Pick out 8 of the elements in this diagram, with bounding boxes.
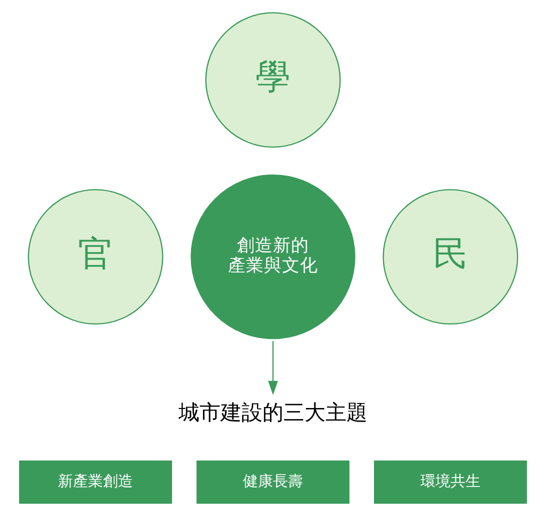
node-box: 新產業創造	[19, 460, 172, 504]
node-box: 健康長壽	[196, 460, 350, 504]
arrow	[268, 341, 278, 395]
node-text: 城市建設的三大主題	[178, 400, 368, 425]
node-box: 環境共生	[374, 460, 527, 504]
node-circle: 官	[28, 189, 164, 325]
node-circle: 學	[205, 12, 341, 148]
node-circle: 民	[382, 189, 518, 325]
